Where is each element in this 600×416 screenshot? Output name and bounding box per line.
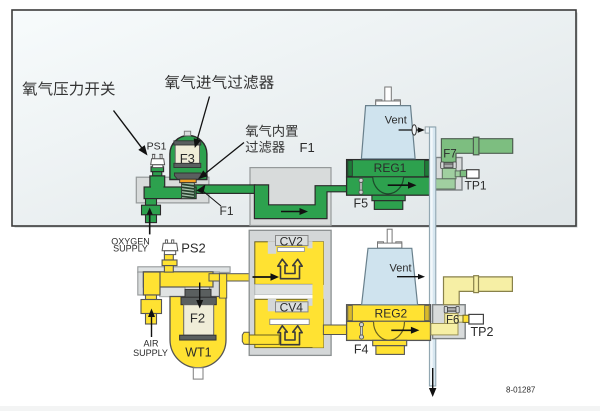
svg-text:PS2: PS2 [181,241,206,256]
svg-text:F1: F1 [219,204,233,218]
svg-text:F2: F2 [190,311,205,326]
svg-text:TP1: TP1 [465,179,487,193]
svg-text:F6: F6 [446,314,459,326]
svg-text:F4: F4 [354,343,369,357]
svg-text:F5: F5 [354,197,369,211]
svg-text:SUPPLY: SUPPLY [113,243,148,253]
svg-text:CV4: CV4 [280,301,304,315]
svg-text:F3: F3 [180,151,195,166]
svg-text:Vent: Vent [385,115,407,127]
svg-text:REG2: REG2 [375,306,408,320]
svg-text:WT1: WT1 [185,346,211,360]
svg-text:F7: F7 [443,149,456,161]
svg-text:OXYGEN: OXYGEN [111,236,150,246]
svg-text:8-01287: 8-01287 [506,386,536,395]
svg-text:PS1: PS1 [147,141,167,153]
svg-text:Vent: Vent [389,263,411,275]
svg-text:F1: F1 [300,140,315,155]
svg-text:REG1: REG1 [374,161,407,175]
svg-text:SUPPLY: SUPPLY [133,348,168,358]
svg-text:AIR: AIR [143,339,159,349]
svg-text:CV2: CV2 [280,234,304,248]
svg-text:TP2: TP2 [471,325,494,339]
